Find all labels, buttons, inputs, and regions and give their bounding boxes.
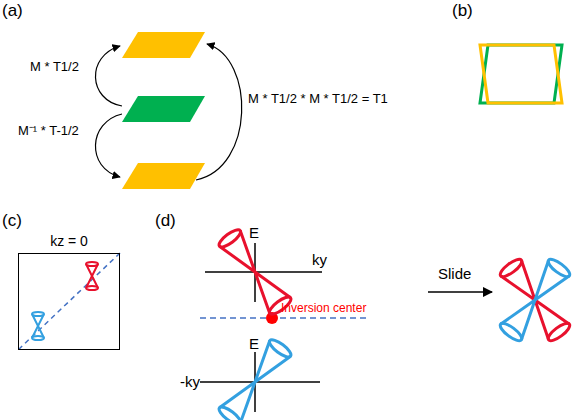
inversion-plane <box>200 317 368 319</box>
plane-heading: kz = 0 <box>19 233 119 249</box>
operation-label: M * T1/2 <box>30 60 79 74</box>
cone-base <box>546 257 572 280</box>
action-label: Slide <box>438 266 471 283</box>
momentum-plane-box: kz = 0 <box>18 253 120 350</box>
cone-base <box>86 262 98 266</box>
cone-base <box>498 321 524 344</box>
curved-arrow <box>95 46 122 106</box>
dirac-cone <box>217 382 255 420</box>
momentum-axis <box>205 271 322 273</box>
layer-top <box>122 32 205 58</box>
panel-label: (a) <box>2 2 23 21</box>
dirac-cone <box>255 337 293 382</box>
slide-arrow <box>428 291 492 293</box>
panel-label: (c) <box>2 212 22 231</box>
axis-label: -ky <box>180 374 200 391</box>
panel-label: (d) <box>155 212 176 231</box>
panel-label: (b) <box>452 2 473 21</box>
yellow-layer-outline <box>480 45 562 103</box>
cone-base <box>32 336 44 340</box>
operation-label: M * T1/2 * M * T1/2 = T1 <box>248 92 388 106</box>
cone-base <box>546 321 572 344</box>
dirac-cone <box>535 300 572 343</box>
cone-base <box>267 337 293 360</box>
cone-base <box>498 257 524 280</box>
axis-label: E <box>249 336 259 353</box>
axis-label: E <box>249 225 259 242</box>
layer-bottom <box>122 163 205 189</box>
dirac-cones <box>32 227 572 420</box>
cone-base <box>217 404 243 420</box>
layer-middle <box>122 96 205 122</box>
curved-arrow <box>95 114 122 177</box>
cone-base <box>217 227 243 250</box>
dirac-cone <box>498 257 535 300</box>
mirror-line <box>18 253 120 350</box>
green-layer-outline <box>480 45 562 103</box>
curved-arrow <box>196 44 242 180</box>
momentum-axis <box>200 381 320 383</box>
operation-label: M⁻¹ * T-1/2 <box>18 124 79 138</box>
cone-base <box>32 312 44 316</box>
dirac-cone <box>86 262 98 276</box>
dirac-cone <box>535 257 572 300</box>
dirac-cone <box>498 300 535 343</box>
inversion-center-label: Inversion center <box>281 302 366 315</box>
dirac-cone <box>32 326 44 340</box>
cone-base <box>86 286 98 290</box>
dirac-cone <box>86 276 98 290</box>
axis-label: ky <box>312 252 327 269</box>
dirac-cone <box>32 312 44 326</box>
